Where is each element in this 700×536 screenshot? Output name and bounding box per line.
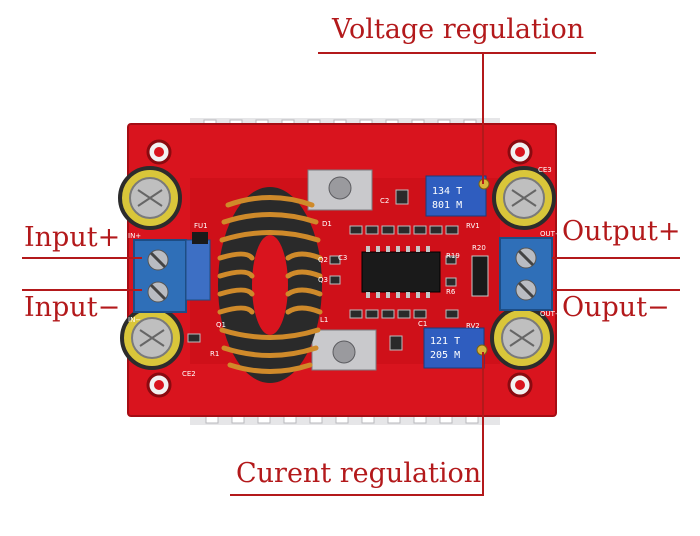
silk-r1: R1 (210, 350, 219, 358)
silk-q3: Q3 (318, 276, 328, 284)
silk-out-minus: OUT− (540, 310, 561, 318)
current-regulation-underline (230, 494, 484, 496)
input-plus-label: Input+ (24, 222, 121, 253)
input-plus-underline (22, 257, 142, 259)
smd-components (187, 189, 459, 351)
voltage-regulation-label: Voltage regulation (332, 14, 585, 45)
input-terminal-block (133, 239, 211, 313)
controller-ic (361, 246, 441, 298)
transistor-tab-bottom (311, 329, 377, 371)
silk-l1: L1 (320, 316, 328, 324)
capacitor-top-right (492, 166, 556, 230)
output-plus-underline (552, 257, 680, 259)
silk-rv2: RV2 (466, 322, 480, 330)
svg-text:801 M: 801 M (432, 200, 462, 211)
output-plus-label: Output+ (562, 216, 681, 247)
output-terminal-block (499, 237, 553, 311)
silk-c2: C2 (380, 197, 389, 205)
capacitor-top-left (118, 166, 182, 230)
shunt-resistor (471, 255, 489, 297)
capacitor-bottom-right (490, 306, 554, 370)
voltage-regulation-underline (318, 52, 596, 54)
fuse (192, 232, 208, 244)
silk-in-minus: IN− (128, 316, 141, 324)
silk-q2: Q2 (318, 256, 328, 264)
voltage-potentiometer: 134 T 801 M (425, 175, 490, 217)
current-regulation-leader (482, 352, 484, 496)
input-minus-label: Input− (24, 292, 121, 323)
silk-r19: R19 (446, 252, 460, 260)
silk-out-plus: OUT+ (540, 230, 561, 238)
current-potentiometer: 121 T 205 M (423, 327, 488, 369)
inductor-coil (217, 187, 323, 383)
output-minus-underline (552, 289, 680, 291)
silk-ce3: CE3 (538, 166, 552, 174)
current-regulation-label: Curent regulation (236, 458, 482, 489)
silk-rv1: RV1 (466, 222, 480, 230)
transistor-tab-top (307, 169, 373, 211)
silk-q1: Q1 (216, 321, 226, 329)
output-minus-label: Ouput− (562, 292, 670, 323)
silk-in-plus: IN+ (128, 232, 141, 240)
input-minus-underline (22, 289, 142, 291)
voltage-regulation-leader (482, 52, 484, 184)
silk-c3: C3 (338, 254, 347, 262)
svg-text:121 T: 121 T (430, 336, 460, 347)
silk-ce2: CE2 (182, 370, 196, 378)
silk-d1: D1 (322, 220, 332, 228)
silk-c1: C1 (418, 320, 427, 328)
silk-r20: R20 (472, 244, 486, 252)
silk-fu1: FU1 (194, 222, 208, 230)
silk-r6: R6 (446, 288, 456, 296)
svg-text:134 T: 134 T (432, 186, 462, 197)
svg-text:205 M: 205 M (430, 350, 460, 361)
